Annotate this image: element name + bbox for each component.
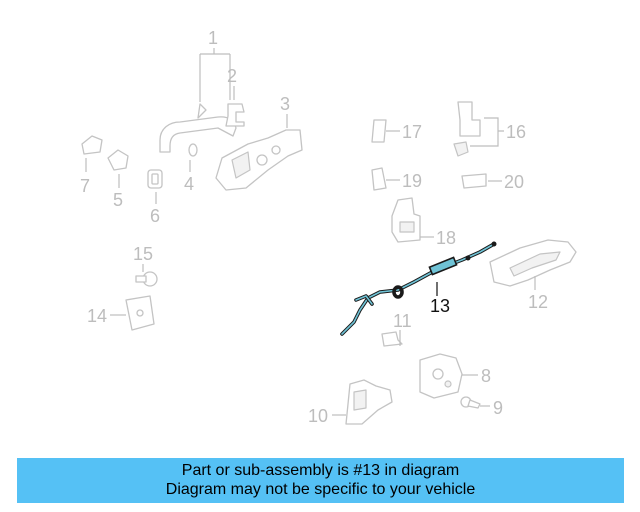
part-11-rod-clip[interactable]: [381, 331, 403, 347]
part-12-inside-handle[interactable]: [489, 239, 577, 287]
callout-3: 3: [280, 94, 290, 114]
callout-10: 10: [308, 406, 328, 426]
callout-15: 15: [133, 244, 153, 264]
callout-5: 5: [113, 190, 123, 210]
part-8-latch[interactable]: [419, 353, 463, 399]
callout-19: 19: [402, 171, 422, 191]
callout-9: 9: [493, 398, 503, 418]
callout-6: 6: [150, 206, 160, 226]
part-4-clip[interactable]: [188, 143, 198, 157]
callout-16: 16: [506, 122, 526, 142]
banner-line-2: Diagram may not be specific to your vehi…: [165, 481, 476, 498]
callout-17: 17: [402, 122, 422, 142]
part-13-release-cable[interactable]: [340, 241, 497, 336]
callout-1: 1: [208, 28, 218, 48]
callout-14: 14: [87, 306, 107, 326]
callout-12: 12: [528, 292, 548, 312]
callout-11: 11: [393, 311, 412, 331]
part-19-clip[interactable]: [371, 167, 387, 191]
parts-diagram: 1 2 3 4 5 6 7 15: [80, 28, 577, 426]
callout-8: 8: [481, 366, 491, 386]
callout-4: 4: [184, 174, 194, 194]
callout-18: 18: [436, 228, 456, 248]
part-3-lock-assembly[interactable]: [215, 129, 303, 191]
callout-2: 2: [227, 66, 237, 86]
callout-7: 7: [80, 176, 90, 196]
part-14-plate[interactable]: [125, 295, 155, 331]
part-16-hinge[interactable]: [453, 101, 481, 157]
banner-line-1: Part or sub-assembly is #13 in diagram: [181, 462, 460, 479]
callout-20: 20: [504, 172, 524, 192]
part-1-outside-handle[interactable]: [159, 103, 237, 153]
part-2-bracket[interactable]: [225, 103, 245, 127]
part-18-striker[interactable]: [391, 197, 421, 243]
part-5-cap[interactable]: [107, 149, 129, 171]
part-6-gasket[interactable]: [147, 169, 163, 189]
part-15-bolt[interactable]: [135, 271, 158, 287]
leader-1: [199, 48, 231, 102]
part-10-bracket[interactable]: [345, 379, 393, 425]
leader-16: [470, 117, 504, 147]
part-20-cover[interactable]: [461, 173, 487, 189]
callout-13: 13: [430, 296, 450, 316]
part-7-pad[interactable]: [81, 135, 103, 155]
part-17-clip[interactable]: [371, 119, 387, 143]
info-banner: Part or sub-assembly is #13 in diagram D…: [17, 458, 624, 503]
part-9-screw[interactable]: [460, 396, 481, 409]
